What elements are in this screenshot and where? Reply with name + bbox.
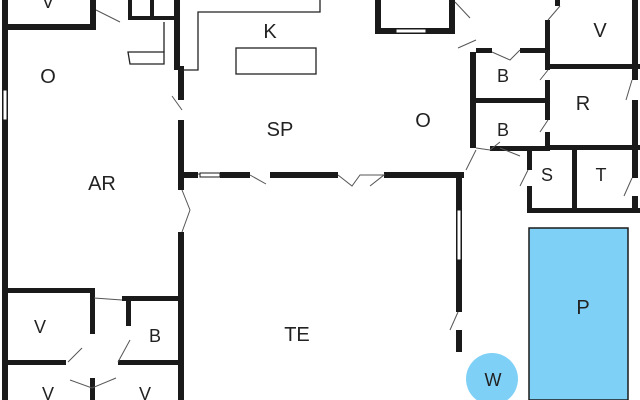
- room-label-kitchen-k: K: [263, 21, 277, 43]
- room-label-t: T: [596, 165, 607, 185]
- room-label-bottom-left-v-3: V: [139, 384, 151, 400]
- room-label-dining-sp: SP: [267, 119, 294, 141]
- room-label-s: S: [541, 165, 553, 185]
- room-label-living-o: O: [40, 66, 56, 88]
- room-label-bottom-left-v-2: V: [42, 384, 54, 400]
- whirlpool: [466, 353, 518, 400]
- room-label-bath-b-1: B: [497, 66, 509, 86]
- room-label-te: TE: [284, 324, 310, 346]
- room-label-bottom-left-v-1: V: [34, 317, 46, 337]
- room-label-whirlpool: W: [485, 370, 502, 390]
- room-label-living-ar: AR: [88, 173, 116, 195]
- room-label-dining-o: O: [415, 110, 431, 132]
- pool: [528, 227, 629, 400]
- room-label-pool: P: [576, 297, 589, 319]
- room-label-top-right-v: V: [593, 20, 607, 42]
- fixtures: [127, 0, 321, 75]
- room-label-r: R: [576, 93, 590, 115]
- room-label-bottom-left-b: B: [149, 326, 161, 346]
- room-label-top-left-v: V: [42, 0, 54, 12]
- windows: [2, 28, 462, 261]
- room-label-bath-b-2: B: [497, 120, 509, 140]
